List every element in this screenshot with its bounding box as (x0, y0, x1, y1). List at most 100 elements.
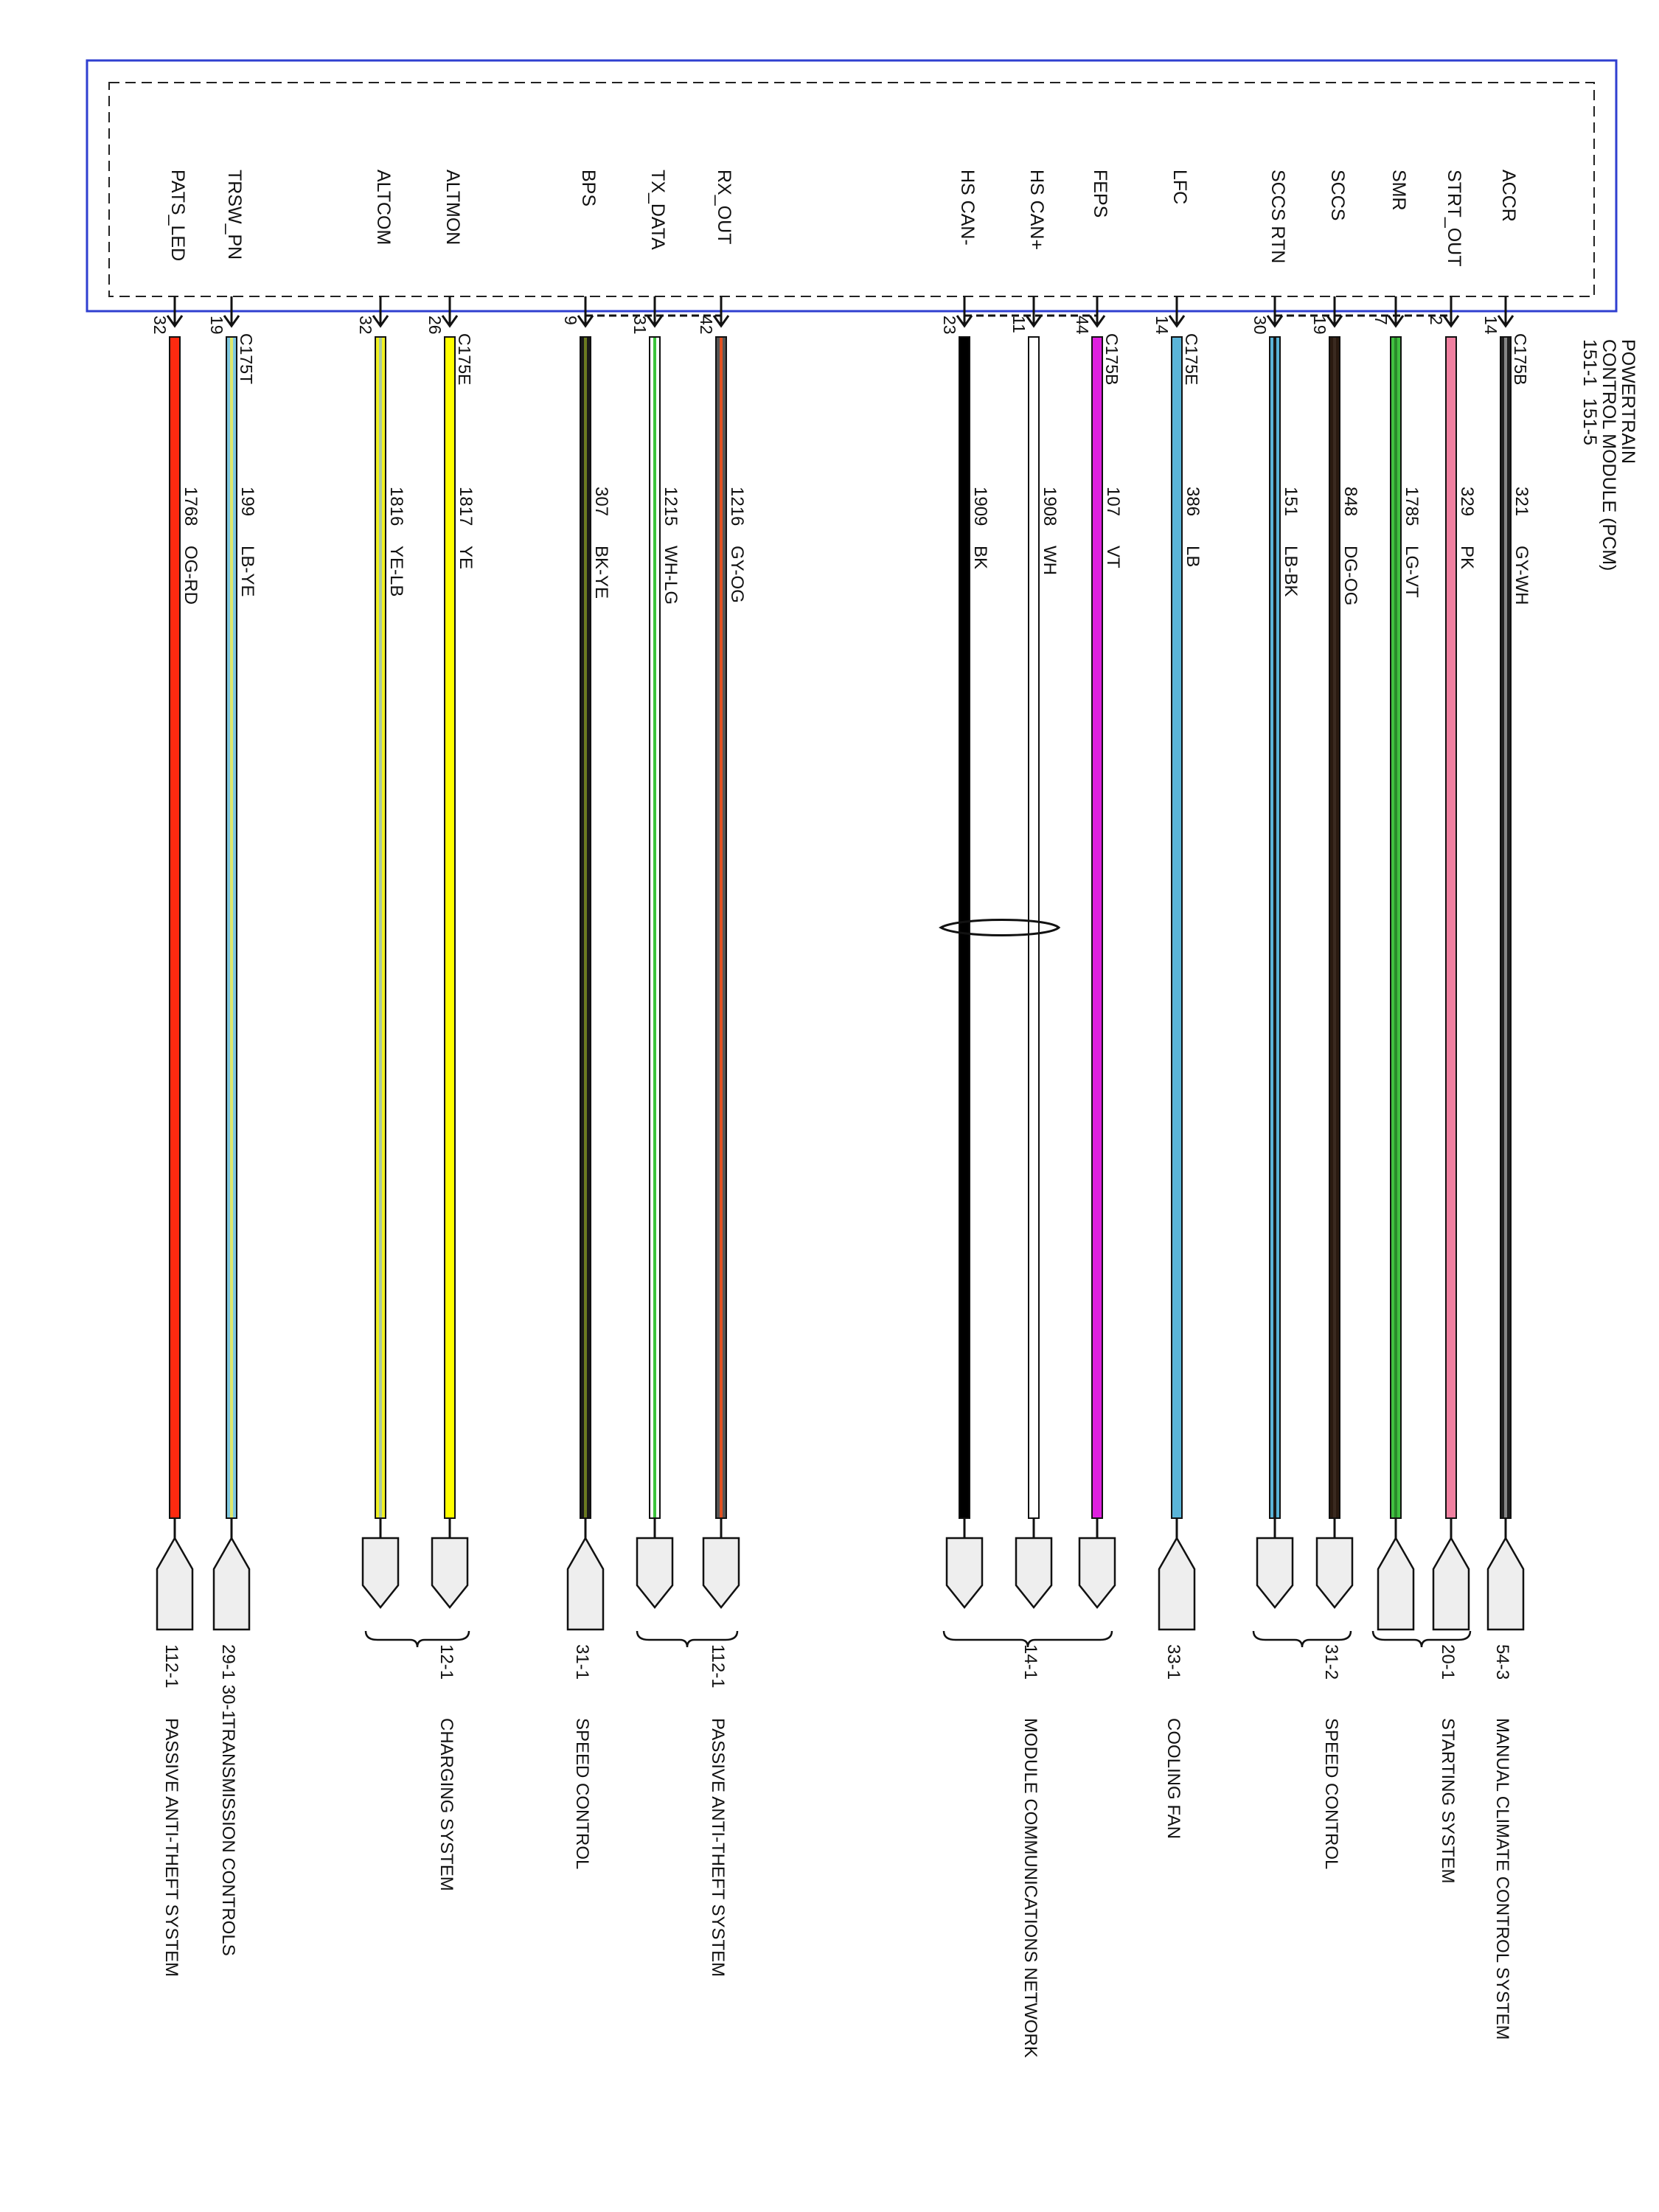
wire-stripe (1333, 338, 1336, 1517)
signal-name: ACCR (1498, 170, 1519, 222)
circuit-number: 1215 (661, 487, 681, 526)
system-section-name: CHARGING SYSTEM (437, 1718, 456, 1891)
module-label: POWERTRAIN CONTROL MODULE (PCM) 151-1 15… (1579, 339, 1638, 571)
wire-stripe (1504, 338, 1507, 1517)
connector-chevron-icon (223, 315, 240, 328)
terminal-arrow-icon (1256, 1537, 1294, 1610)
connector-chevron-icon (1497, 315, 1514, 328)
wire-color-code: PK (1457, 546, 1477, 569)
circuit-number: 1785 (1402, 487, 1422, 526)
wire-body (445, 338, 454, 1517)
terminal-flag-icon (1158, 1536, 1196, 1631)
circuit-number: 1909 (970, 487, 990, 526)
circuit-number: 848 (1340, 487, 1360, 516)
module-ref-2: 151-5 (1579, 398, 1600, 445)
terminal-arrow-icon (1015, 1537, 1053, 1610)
wire-body (1029, 338, 1038, 1517)
wire-stripe (584, 338, 587, 1517)
pin-number: 9 (561, 316, 580, 325)
pin-number: 7 (1371, 316, 1391, 325)
pin-number: 31 (630, 316, 650, 335)
terminal-flag-icon (566, 1536, 605, 1631)
pin-number: 30 (1251, 316, 1270, 335)
connector-chevron-icon (166, 315, 184, 328)
signal-name: TRSW_PN (224, 170, 245, 260)
terminal-arrow-icon (431, 1537, 469, 1610)
terminal-arrow-icon (636, 1537, 674, 1610)
page-reference: 12-1 (437, 1644, 456, 1680)
signal-name: FEPS (1090, 170, 1110, 218)
connector-id: C175E (1182, 333, 1201, 385)
wire-color-code: WH-LG (661, 546, 681, 605)
wire-color-code: VT (1103, 546, 1123, 568)
module-dashed-border (108, 82, 1595, 297)
connector-chevron-icon (1326, 315, 1343, 328)
signal-name: STRT_OUT (1444, 170, 1464, 267)
connector-chevron-icon (956, 315, 973, 328)
wire-color-code: GY-WH (1512, 546, 1531, 605)
connector-id: C175E (455, 333, 474, 385)
connector-chevron-icon (577, 315, 594, 328)
system-section-name: PASSIVE ANTI-THEFT SYSTEM (161, 1718, 181, 1977)
pin-number: 2 (1427, 316, 1446, 325)
connector-id: C175T (237, 333, 256, 384)
wire-color-code: OG-RD (181, 546, 201, 605)
system-section-name: TRANSMISSION CONTROLS (218, 1718, 238, 1956)
pin-number: 32 (150, 316, 170, 335)
pin-number: 44 (1073, 316, 1092, 335)
wire-stripe (379, 338, 382, 1517)
page-reference: 29-1 30-1 (218, 1644, 238, 1720)
group-brace (636, 1630, 739, 1648)
wire-body (1172, 338, 1181, 1517)
pin-number: 14 (1481, 316, 1500, 335)
circuit-number: 321 (1512, 487, 1531, 516)
circuit-number: 1768 (181, 487, 201, 526)
wire-body (1093, 338, 1102, 1517)
connector-chevron-icon (712, 315, 730, 328)
pin-number: 19 (207, 316, 226, 335)
group-brace (364, 1630, 470, 1648)
pin-number: 11 (1009, 316, 1029, 333)
connector-chevron-icon (1088, 315, 1106, 328)
page-reference: 54-3 (1492, 1644, 1512, 1680)
wire-body (960, 338, 969, 1517)
signal-name: RX_OUT (714, 170, 734, 244)
connector-chevron-icon (372, 315, 389, 328)
module-name-line-2: CONTROL MODULE (PCM) (1599, 339, 1619, 571)
page-reference: 112-1 (161, 1644, 181, 1688)
connector-chevron-icon (1025, 315, 1043, 328)
circuit-number: 329 (1457, 487, 1477, 516)
connector-chevron-icon (1387, 315, 1405, 328)
signal-name: SCCS RTN (1267, 170, 1288, 263)
module-name-line-1: POWERTRAIN (1618, 339, 1638, 464)
wire-stripe (653, 338, 656, 1517)
circuit-number: 199 (237, 487, 257, 516)
circuit-number: 1817 (456, 487, 476, 526)
page-reference: 20-1 (1438, 1644, 1458, 1680)
system-section-name: SPEED CONTROL (572, 1718, 592, 1869)
page-reference: 31-1 (572, 1644, 592, 1680)
wire-color-code: LB-YE (237, 546, 257, 597)
terminal-arrow-icon (702, 1537, 740, 1610)
terminal-flag-icon (156, 1536, 194, 1631)
wire-stripe (720, 338, 723, 1517)
module-frame (86, 59, 1618, 313)
circuit-number: 107 (1103, 487, 1123, 516)
pin-number: 23 (940, 316, 959, 335)
page-reference: 33-1 (1164, 1644, 1183, 1680)
pin-number: 14 (1152, 316, 1172, 335)
pin-number: 42 (697, 316, 716, 335)
connector-chevron-icon (441, 315, 459, 328)
pin-number: 26 (425, 316, 445, 335)
wire-color-code: WH (1040, 546, 1060, 575)
connector-chevron-icon (1266, 315, 1284, 328)
